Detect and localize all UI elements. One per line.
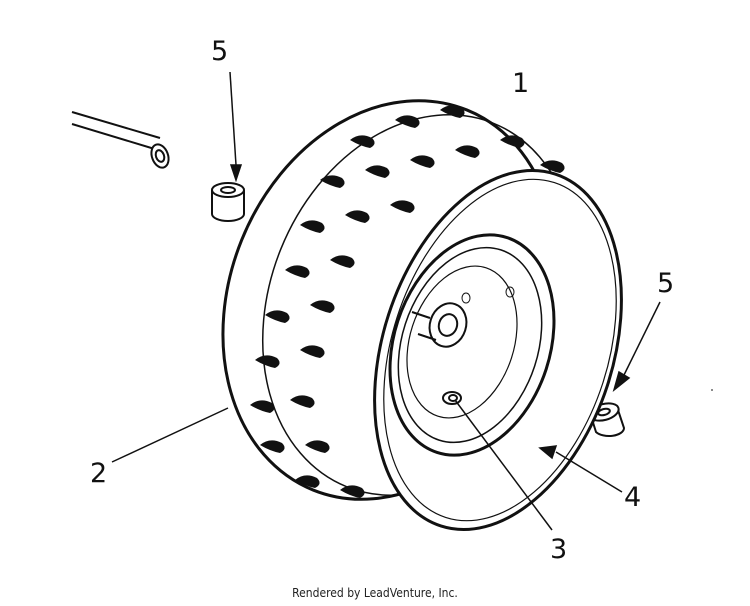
bushing-left [211,182,245,222]
callout-tire: 2 [90,458,108,489]
artifact-dot [711,389,713,391]
callout-rim: 4 [624,482,642,513]
rim [388,233,556,457]
tread-pattern [250,105,565,498]
render-credit: Rendered by LeadVenture, Inc. [292,586,458,600]
tire [221,99,623,531]
callout-bushing-left: 5 [211,36,229,67]
valve-stem [442,391,462,405]
leader-lines [111,71,661,531]
callout-bushing-right: 5 [657,268,675,299]
axle-shaft [71,111,170,169]
callout-valve-stem: 3 [550,534,568,565]
callout-tire-assembly: 1 [512,68,530,99]
